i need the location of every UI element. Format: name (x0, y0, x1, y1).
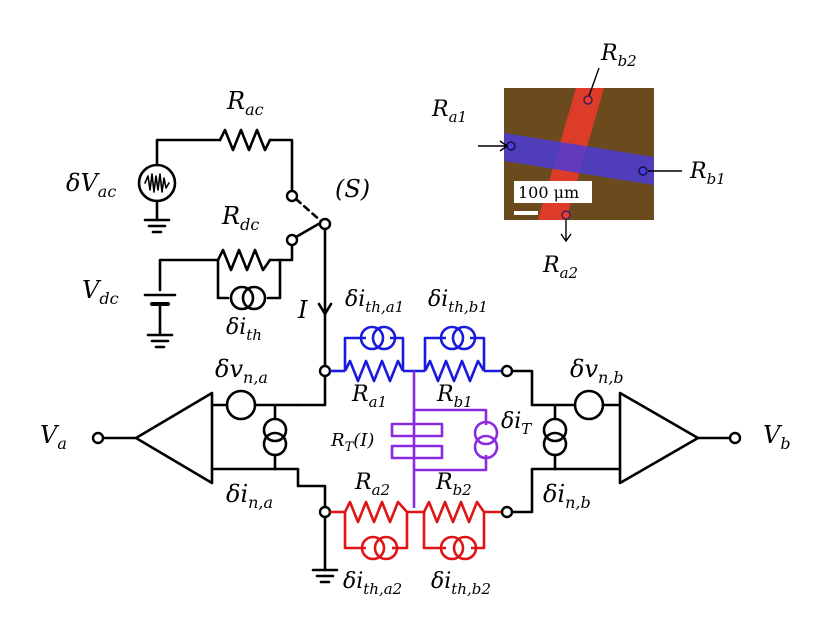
output-node-vb (728, 431, 742, 445)
blue-strip (504, 133, 654, 185)
label-di-nb: δin,b (543, 480, 591, 512)
labels: Rac δVac Rdc (S) Vdc δith I δith,a1 δith… (40, 41, 791, 598)
output-node-va (91, 431, 105, 445)
resistor-r-a1 (343, 359, 405, 383)
switch-common-contact (318, 217, 332, 231)
label-di-th-a2: δith,a2 (343, 569, 402, 598)
switch-s (294, 197, 333, 368)
wire-ac-top (155, 138, 222, 167)
label-r-b1: Rb1 (436, 382, 473, 411)
label-dv-ac: δVac (66, 169, 116, 201)
inset-label-r-a1: Ra1 (431, 97, 467, 126)
current-source-di-th-b2 (439, 535, 465, 561)
current-noise-source-b (542, 417, 568, 443)
current-source-di-th-b1 (439, 325, 465, 351)
bottom-bridge (311, 500, 514, 584)
label-r-a1: Ra1 (351, 382, 387, 411)
switch-dashed-arm (294, 197, 324, 224)
label-di-th-b2: δith,b2 (431, 569, 491, 598)
current-source-di-th-a2 (360, 535, 386, 561)
label-v-b: Vb (763, 421, 791, 453)
arrow-in-icon (499, 140, 509, 152)
label-v-dc: Vdc (82, 276, 119, 308)
switch-solid-arm (294, 220, 324, 239)
tunnel-junction (390, 371, 499, 508)
resistor-r-b2 (422, 500, 486, 524)
inset-label-r-b1: Rb1 (689, 159, 726, 188)
node-top-left (318, 364, 332, 378)
label-switch: (S) (335, 175, 370, 203)
label-current: I (297, 296, 308, 324)
label-r-ac: Rac (226, 87, 264, 119)
label-dv-na: δvn,a (215, 355, 268, 387)
node-top-right (500, 364, 514, 378)
label-dv-nb: δvn,b (570, 355, 624, 387)
amplifier-a-triangle (134, 391, 214, 485)
inset-label-r-b2: Rb2 (600, 41, 637, 70)
scale-bar (514, 211, 538, 215)
ac-source-branch (137, 128, 299, 234)
current-source-di-th (229, 285, 255, 311)
resistor-r-b1 (423, 359, 486, 383)
resistor-r-a2 (343, 500, 408, 524)
label-r-a2: Ra2 (354, 470, 390, 499)
label-r-b2: Rb2 (435, 470, 472, 499)
noise-waveform-icon (144, 173, 170, 193)
junction-plate-top (390, 422, 444, 438)
label-di-th: δith (226, 315, 262, 344)
scale-bar-label: 100 μm (518, 183, 579, 202)
right-amplifier (510, 369, 742, 514)
micrograph-inset: 100 μm (478, 67, 682, 243)
probe-r-b2 (583, 95, 593, 105)
label-di-th-b1: δith,b1 (428, 287, 488, 316)
inset-label-r-a2: Ra2 (542, 253, 578, 282)
current-source-di-t (473, 420, 499, 446)
wire-dc-top (158, 258, 220, 292)
probe-r-b1 (638, 166, 648, 176)
left-amplifier (91, 374, 327, 509)
switch-dc-contact (285, 233, 299, 247)
scale-bar-label-bg (514, 181, 592, 203)
junction-plate-bottom (390, 444, 444, 460)
node-bottom-right (500, 505, 514, 519)
label-di-th-a1: δith,a1 (345, 287, 404, 316)
switch-ac-contact (285, 189, 299, 203)
label-di-t: δiT (501, 409, 532, 438)
current-source-di-th-a1 (359, 325, 385, 351)
resistor-r-ac (218, 128, 272, 152)
label-di-na: δin,a (226, 480, 273, 512)
top-bridge (318, 325, 514, 383)
node-bottom-left (318, 505, 332, 519)
label-v-a: Va (40, 421, 67, 453)
arrow-out-icon (560, 233, 572, 243)
label-r-t: RT(I) (330, 430, 374, 455)
resistor-r-dc (216, 248, 272, 272)
voltage-noise-source-a (225, 389, 257, 421)
voltage-noise-source-b (573, 389, 605, 421)
wire-ac-right (268, 138, 294, 194)
label-r-dc: Rdc (221, 202, 259, 234)
amplifier-b-triangle (618, 391, 700, 485)
probe-r-a2 (561, 210, 571, 220)
current-arrow-icon (317, 302, 333, 316)
dc-source-branch (143, 233, 299, 349)
wire-dc-right (278, 242, 294, 262)
current-noise-source-a (262, 417, 288, 443)
